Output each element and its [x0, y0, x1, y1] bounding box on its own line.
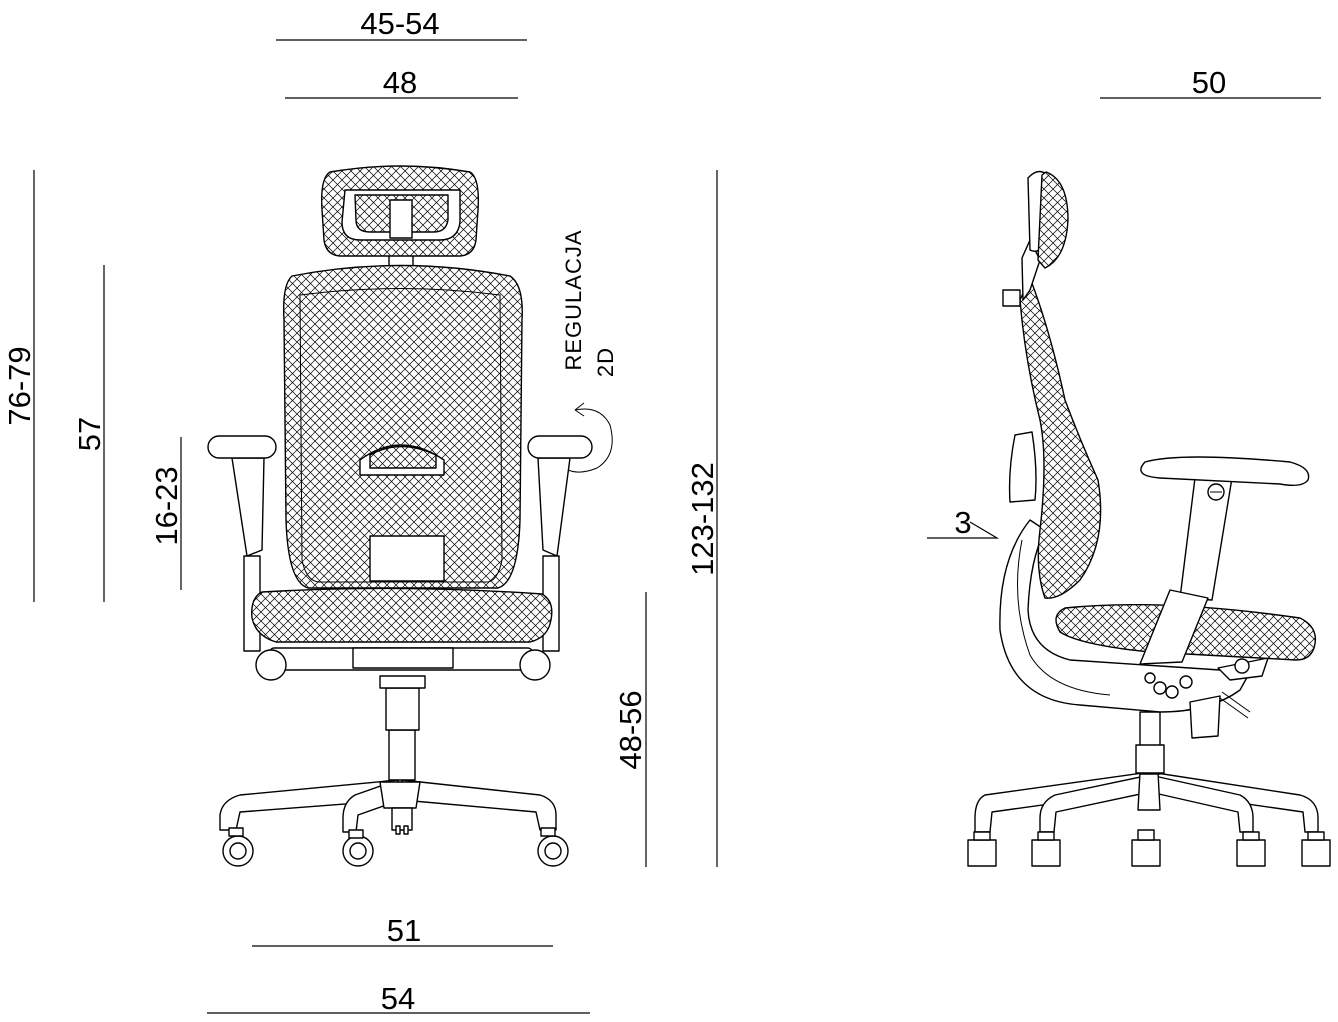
armrest-adjustment-label: REGULACJA — [561, 229, 586, 370]
base-width-label: 54 — [381, 981, 415, 1016]
side-gas-lift — [1135, 711, 1165, 775]
seat-width-label: 51 — [387, 913, 421, 948]
front-headrest — [320, 165, 480, 269]
tilt-label: 3 — [954, 505, 971, 540]
headrest-width-label: 45-54 — [360, 6, 439, 41]
front-backrest — [282, 264, 523, 589]
front-armrests — [207, 435, 593, 652]
overall-height-label: 123-132 — [685, 462, 720, 576]
side-view-chair — [967, 170, 1331, 867]
front-mechanism — [255, 647, 551, 681]
side-lumbar — [1008, 431, 1037, 503]
front-base — [219, 779, 569, 867]
rotation-arrow-icon — [567, 408, 613, 473]
total-height-label: 76-79 — [2, 346, 37, 425]
dimension-lines — [33, 39, 1321, 1014]
front-gas-lift — [379, 675, 426, 781]
front-view-chair — [207, 165, 613, 867]
seat-height-label: 48-56 — [613, 690, 648, 769]
side-base — [967, 771, 1331, 867]
side-mechanism — [1144, 657, 1269, 739]
armrest-height-label: 16-23 — [149, 466, 184, 545]
backrest-height-label: 57 — [72, 417, 107, 451]
armrest-adjustment-type: 2D — [593, 347, 618, 377]
backrest-width-label: 48 — [383, 65, 417, 100]
front-seat — [251, 587, 553, 643]
side-backrest — [1019, 277, 1102, 599]
side-headrest — [1027, 170, 1069, 269]
side-armrest — [1139, 456, 1310, 665]
seat-depth-label: 50 — [1192, 65, 1226, 100]
